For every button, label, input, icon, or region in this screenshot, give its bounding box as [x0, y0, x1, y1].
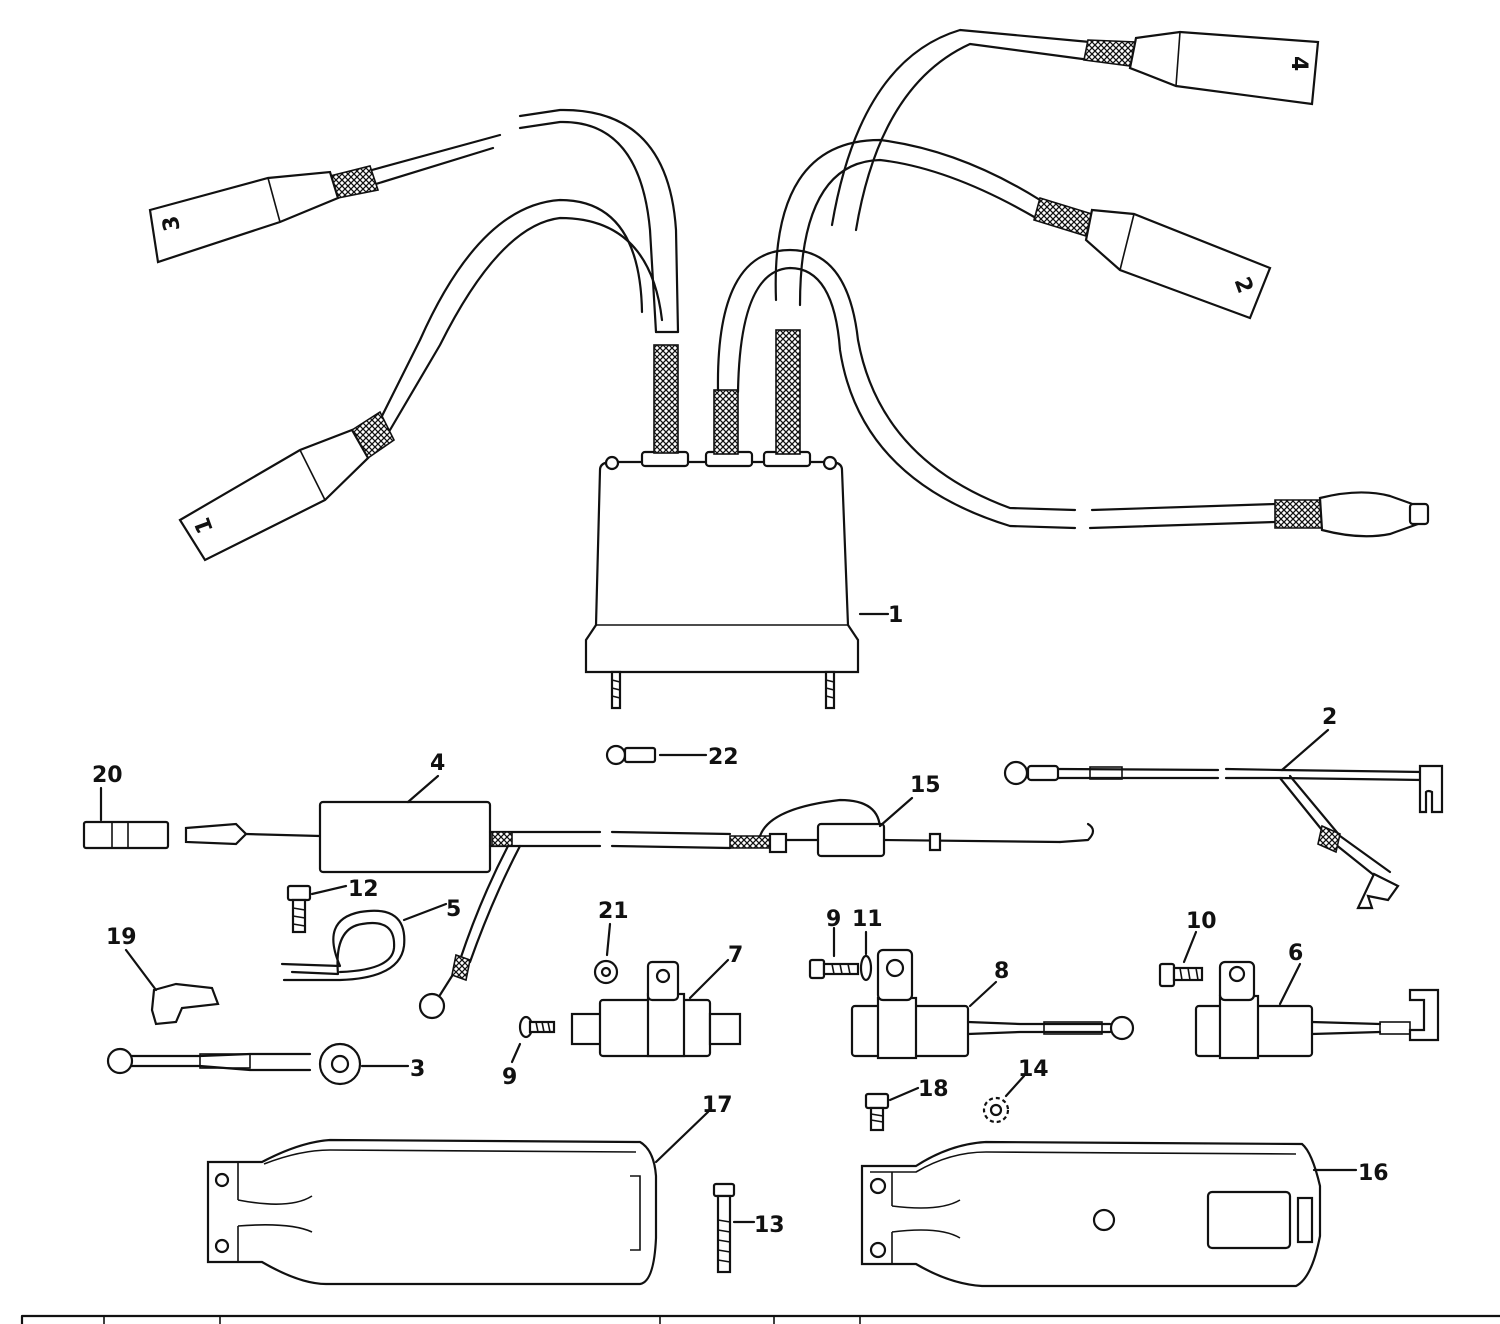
- callout-18: 18: [918, 1077, 949, 1102]
- cap-3-number: 3: [158, 214, 185, 233]
- screw-12: [286, 884, 348, 934]
- callout-19: 19: [106, 925, 137, 950]
- screw-9-right: [808, 926, 860, 980]
- coil-6: [1194, 960, 1440, 1060]
- coil-7: [570, 958, 742, 1058]
- stop-switch-15: [729, 798, 1095, 858]
- callout-20: 20: [92, 763, 123, 788]
- callout-21: 21: [598, 899, 629, 924]
- callout-17: 17: [702, 1093, 733, 1118]
- callout-13: 13: [754, 1213, 785, 1238]
- cover-17: [206, 1110, 710, 1286]
- callout-2: 2: [1322, 705, 1337, 730]
- primary-lead: [716, 248, 1430, 538]
- ignition-coil: [584, 329, 860, 710]
- clamp-5: [280, 902, 448, 982]
- callout-11: 11: [852, 907, 883, 932]
- washer-11: [859, 930, 873, 982]
- callout-3: 3: [410, 1057, 425, 1082]
- screw-9-left: [510, 1015, 556, 1064]
- table-border: [20, 1314, 1500, 1324]
- rectifier-4: [184, 800, 732, 1020]
- callout-10: 10: [1186, 909, 1217, 934]
- coil-8: [850, 948, 1135, 1060]
- lead-to-cap-3: 3: [148, 108, 680, 334]
- callout-9-left: 9: [502, 1065, 517, 1090]
- retainer-21: [593, 922, 619, 985]
- connector-20: [82, 786, 170, 850]
- terminal-22: [605, 744, 708, 766]
- lead-3: [106, 1042, 410, 1086]
- cap-4-number: 4: [1286, 56, 1311, 71]
- callout-6: 6: [1288, 941, 1303, 966]
- screw-13: [712, 1182, 756, 1274]
- lead-to-cap-4: 4: [830, 28, 1320, 232]
- lead-to-cap-2: 2: [774, 138, 1272, 320]
- lockwasher-14: [982, 1074, 1026, 1124]
- callout-1: 1: [888, 603, 903, 628]
- callout-14: 14: [1018, 1057, 1049, 1082]
- callout-5: 5: [446, 897, 461, 922]
- callout-8: 8: [994, 959, 1009, 984]
- callout-12: 12: [348, 877, 379, 902]
- screw-10: [1158, 930, 1204, 988]
- callout-4: 4: [430, 751, 445, 776]
- callout-9-right: 9: [826, 907, 841, 932]
- harness-2: [1003, 760, 1444, 910]
- base-16: [860, 1140, 1358, 1288]
- lead-to-cap-1: 1: [178, 198, 664, 562]
- screw-18: [864, 1086, 920, 1132]
- callout-15: 15: [910, 773, 941, 798]
- boot-19: [124, 948, 220, 1026]
- callout-7: 7: [728, 943, 743, 968]
- callout-22: 22: [708, 745, 739, 770]
- callout-16: 16: [1358, 1161, 1389, 1186]
